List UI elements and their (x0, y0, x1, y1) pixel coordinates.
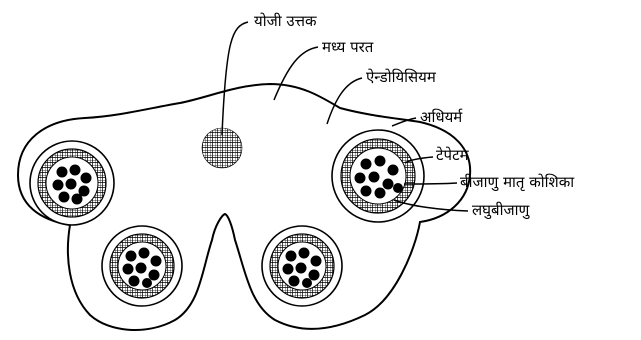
pollen-sac-lower-right (262, 226, 342, 306)
pollen-sac-lower-left (102, 226, 182, 306)
label-connective-tissue: योजी उत्तक (254, 12, 317, 30)
label-microspore-mother-cell: बीजाणु मातृ कोशिका (460, 173, 575, 192)
label-tapetum: टेपेटम (436, 146, 470, 164)
label-middle-layer: मध्य परत (322, 38, 374, 56)
label-epidermis: अधियर्म (420, 108, 463, 126)
label-microspores: लघुबीजाणु (472, 201, 531, 220)
pollen-sac-upper-right (332, 130, 424, 222)
leader-endothecium (327, 78, 362, 124)
leader-connective (222, 22, 248, 135)
label-endothecium: ऐन्डोयिसियम (366, 68, 437, 86)
pollen-sac-upper-left (30, 141, 114, 225)
